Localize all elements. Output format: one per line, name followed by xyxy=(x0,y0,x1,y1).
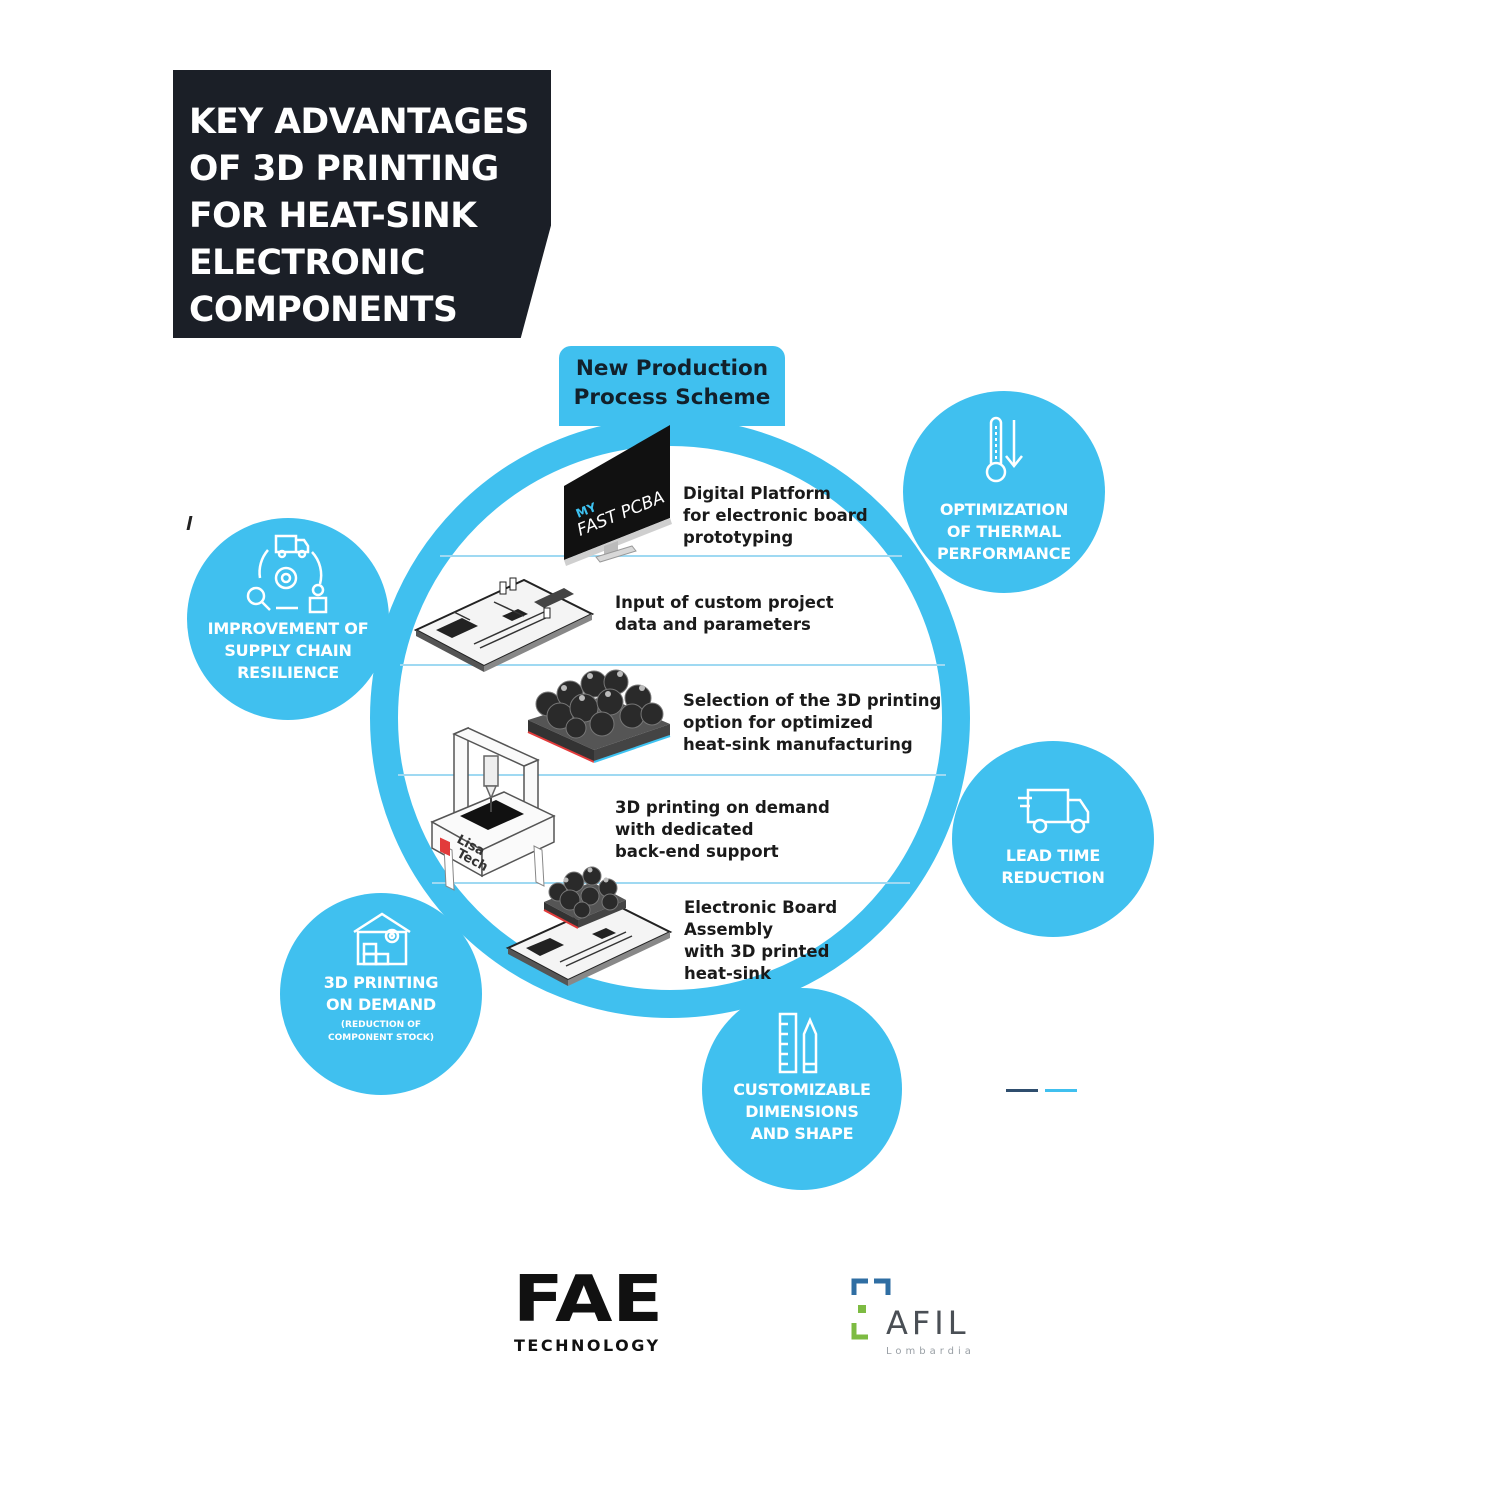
fae-logo-letters: FAE xyxy=(513,1263,663,1337)
advantage-line: LEAD TIME xyxy=(1005,846,1101,865)
step-line: Input of custom project xyxy=(615,593,834,612)
advantage-note-line: COMPONENT STOCK) xyxy=(328,1033,434,1043)
title-line: ELECTRONIC xyxy=(189,243,425,283)
advantage-lead-time-label: LEAD TIME REDUCTION xyxy=(952,845,1154,889)
thermometer-down-icon xyxy=(985,416,1023,483)
advantage-thermal xyxy=(903,391,1105,593)
fae-logo-word: TECHNOLOGY xyxy=(514,1336,661,1355)
scheme-tab-line: New Production xyxy=(575,356,769,381)
step-3-label: Selection of the 3D printing option for … xyxy=(683,690,941,756)
step-line: for electronic board xyxy=(683,506,868,525)
warehouse-gear-icon xyxy=(353,912,411,966)
step-1-label: Digital Platform for electronic board pr… xyxy=(683,483,868,549)
stray-mark xyxy=(186,516,193,530)
decorative-dash xyxy=(1006,1089,1038,1092)
advantage-on-demand xyxy=(280,893,482,1095)
advantage-note-line: (REDUCTION OF xyxy=(340,1020,422,1030)
step-line: Selection of the 3D printing xyxy=(683,691,942,710)
step-5-label: Electronic Board Assembly with 3D printe… xyxy=(684,897,837,985)
step-line: with 3D printed xyxy=(684,942,830,961)
advantage-line: AND SHAPE xyxy=(750,1124,854,1143)
advantage-line: OPTIMIZATION xyxy=(939,500,1069,519)
advantage-on-demand-label: 3D PRINTING ON DEMAND xyxy=(280,972,482,1016)
title-banner xyxy=(173,70,551,338)
advantage-customizable xyxy=(702,988,902,1190)
advantage-line: SUPPLY CHAIN xyxy=(224,641,352,660)
scheme-tab-label: New Production Process Scheme xyxy=(559,354,785,412)
step-4-label: 3D printing on demand with dedicated bac… xyxy=(615,797,830,863)
step-line: Electronic Board xyxy=(684,898,838,917)
step-2-label: Input of custom project data and paramet… xyxy=(615,592,834,636)
step-divider xyxy=(440,555,902,557)
step-line: with dedicated xyxy=(615,820,754,839)
delivery-truck-icon xyxy=(1018,788,1090,834)
step-line: prototyping xyxy=(683,528,794,547)
step-line: back-end support xyxy=(615,842,779,861)
title-line: FOR HEAT-SINK xyxy=(189,196,477,236)
step-line: Digital Platform xyxy=(683,484,831,503)
step-line: heat-sink xyxy=(684,964,772,983)
step-divider xyxy=(398,774,946,776)
advantage-line: PERFORMANCE xyxy=(937,544,1071,563)
step-line: heat-sink manufacturing xyxy=(683,735,913,754)
title-line: OF 3D PRINTING xyxy=(189,149,499,189)
advantage-line: REDUCTION xyxy=(1001,868,1105,887)
step-divider xyxy=(432,882,910,884)
title-line: COMPONENTS xyxy=(189,290,458,330)
afil-logo-mark xyxy=(851,1278,891,1340)
advantage-line: OF THERMAL xyxy=(946,522,1062,541)
3d-printer-icon: Lisa Tech xyxy=(430,726,556,891)
scheme-tab-line: Process Scheme xyxy=(573,385,771,410)
decorative-dash xyxy=(1045,1089,1077,1092)
advantage-customizable-label: CUSTOMIZABLE DIMENSIONS AND SHAPE xyxy=(702,1079,902,1145)
circuit-board-icon xyxy=(413,577,595,672)
ruler-pencil-icon xyxy=(778,1012,818,1074)
scheme-tab xyxy=(559,346,785,426)
supply-chain-cycle-icon xyxy=(246,534,328,614)
step-line: 3D printing on demand xyxy=(615,798,830,817)
advantage-on-demand-note: (REDUCTION OF COMPONENT STOCK) xyxy=(280,1019,482,1045)
advantage-line: IMPROVEMENT OF xyxy=(207,619,369,638)
board-with-heat-sink-icon xyxy=(505,866,673,986)
step-line: data and parameters xyxy=(615,615,811,634)
title-line: KEY ADVANTAGES xyxy=(189,102,529,142)
fae-logo-mark: FAE xyxy=(513,1263,663,1337)
step-line: Assembly xyxy=(684,920,774,939)
monitor-icon: MY FAST PCBA xyxy=(564,425,672,566)
afil-logo-word: AFIL xyxy=(886,1304,970,1342)
advantage-thermal-label: OPTIMIZATION OF THERMAL PERFORMANCE xyxy=(903,499,1105,565)
afil-logo-subtitle: Lombardia xyxy=(886,1346,975,1357)
advantage-line: 3D PRINTING xyxy=(323,973,439,992)
step-divider xyxy=(400,664,945,666)
advantage-line: ON DEMAND xyxy=(326,995,436,1014)
advantage-line: CUSTOMIZABLE xyxy=(733,1080,871,1099)
advantage-supply-chain-label: IMPROVEMENT OF SUPPLY CHAIN RESILIENCE xyxy=(187,618,389,684)
step-line: option for optimized xyxy=(683,713,874,732)
advantage-line: DIMENSIONS xyxy=(745,1102,859,1121)
main-title: KEY ADVANTAGES OF 3D PRINTING FOR HEAT-S… xyxy=(189,99,549,334)
heat-sink-icon xyxy=(527,669,671,763)
advantage-lead-time xyxy=(952,741,1154,937)
advantage-line: RESILIENCE xyxy=(237,663,339,682)
